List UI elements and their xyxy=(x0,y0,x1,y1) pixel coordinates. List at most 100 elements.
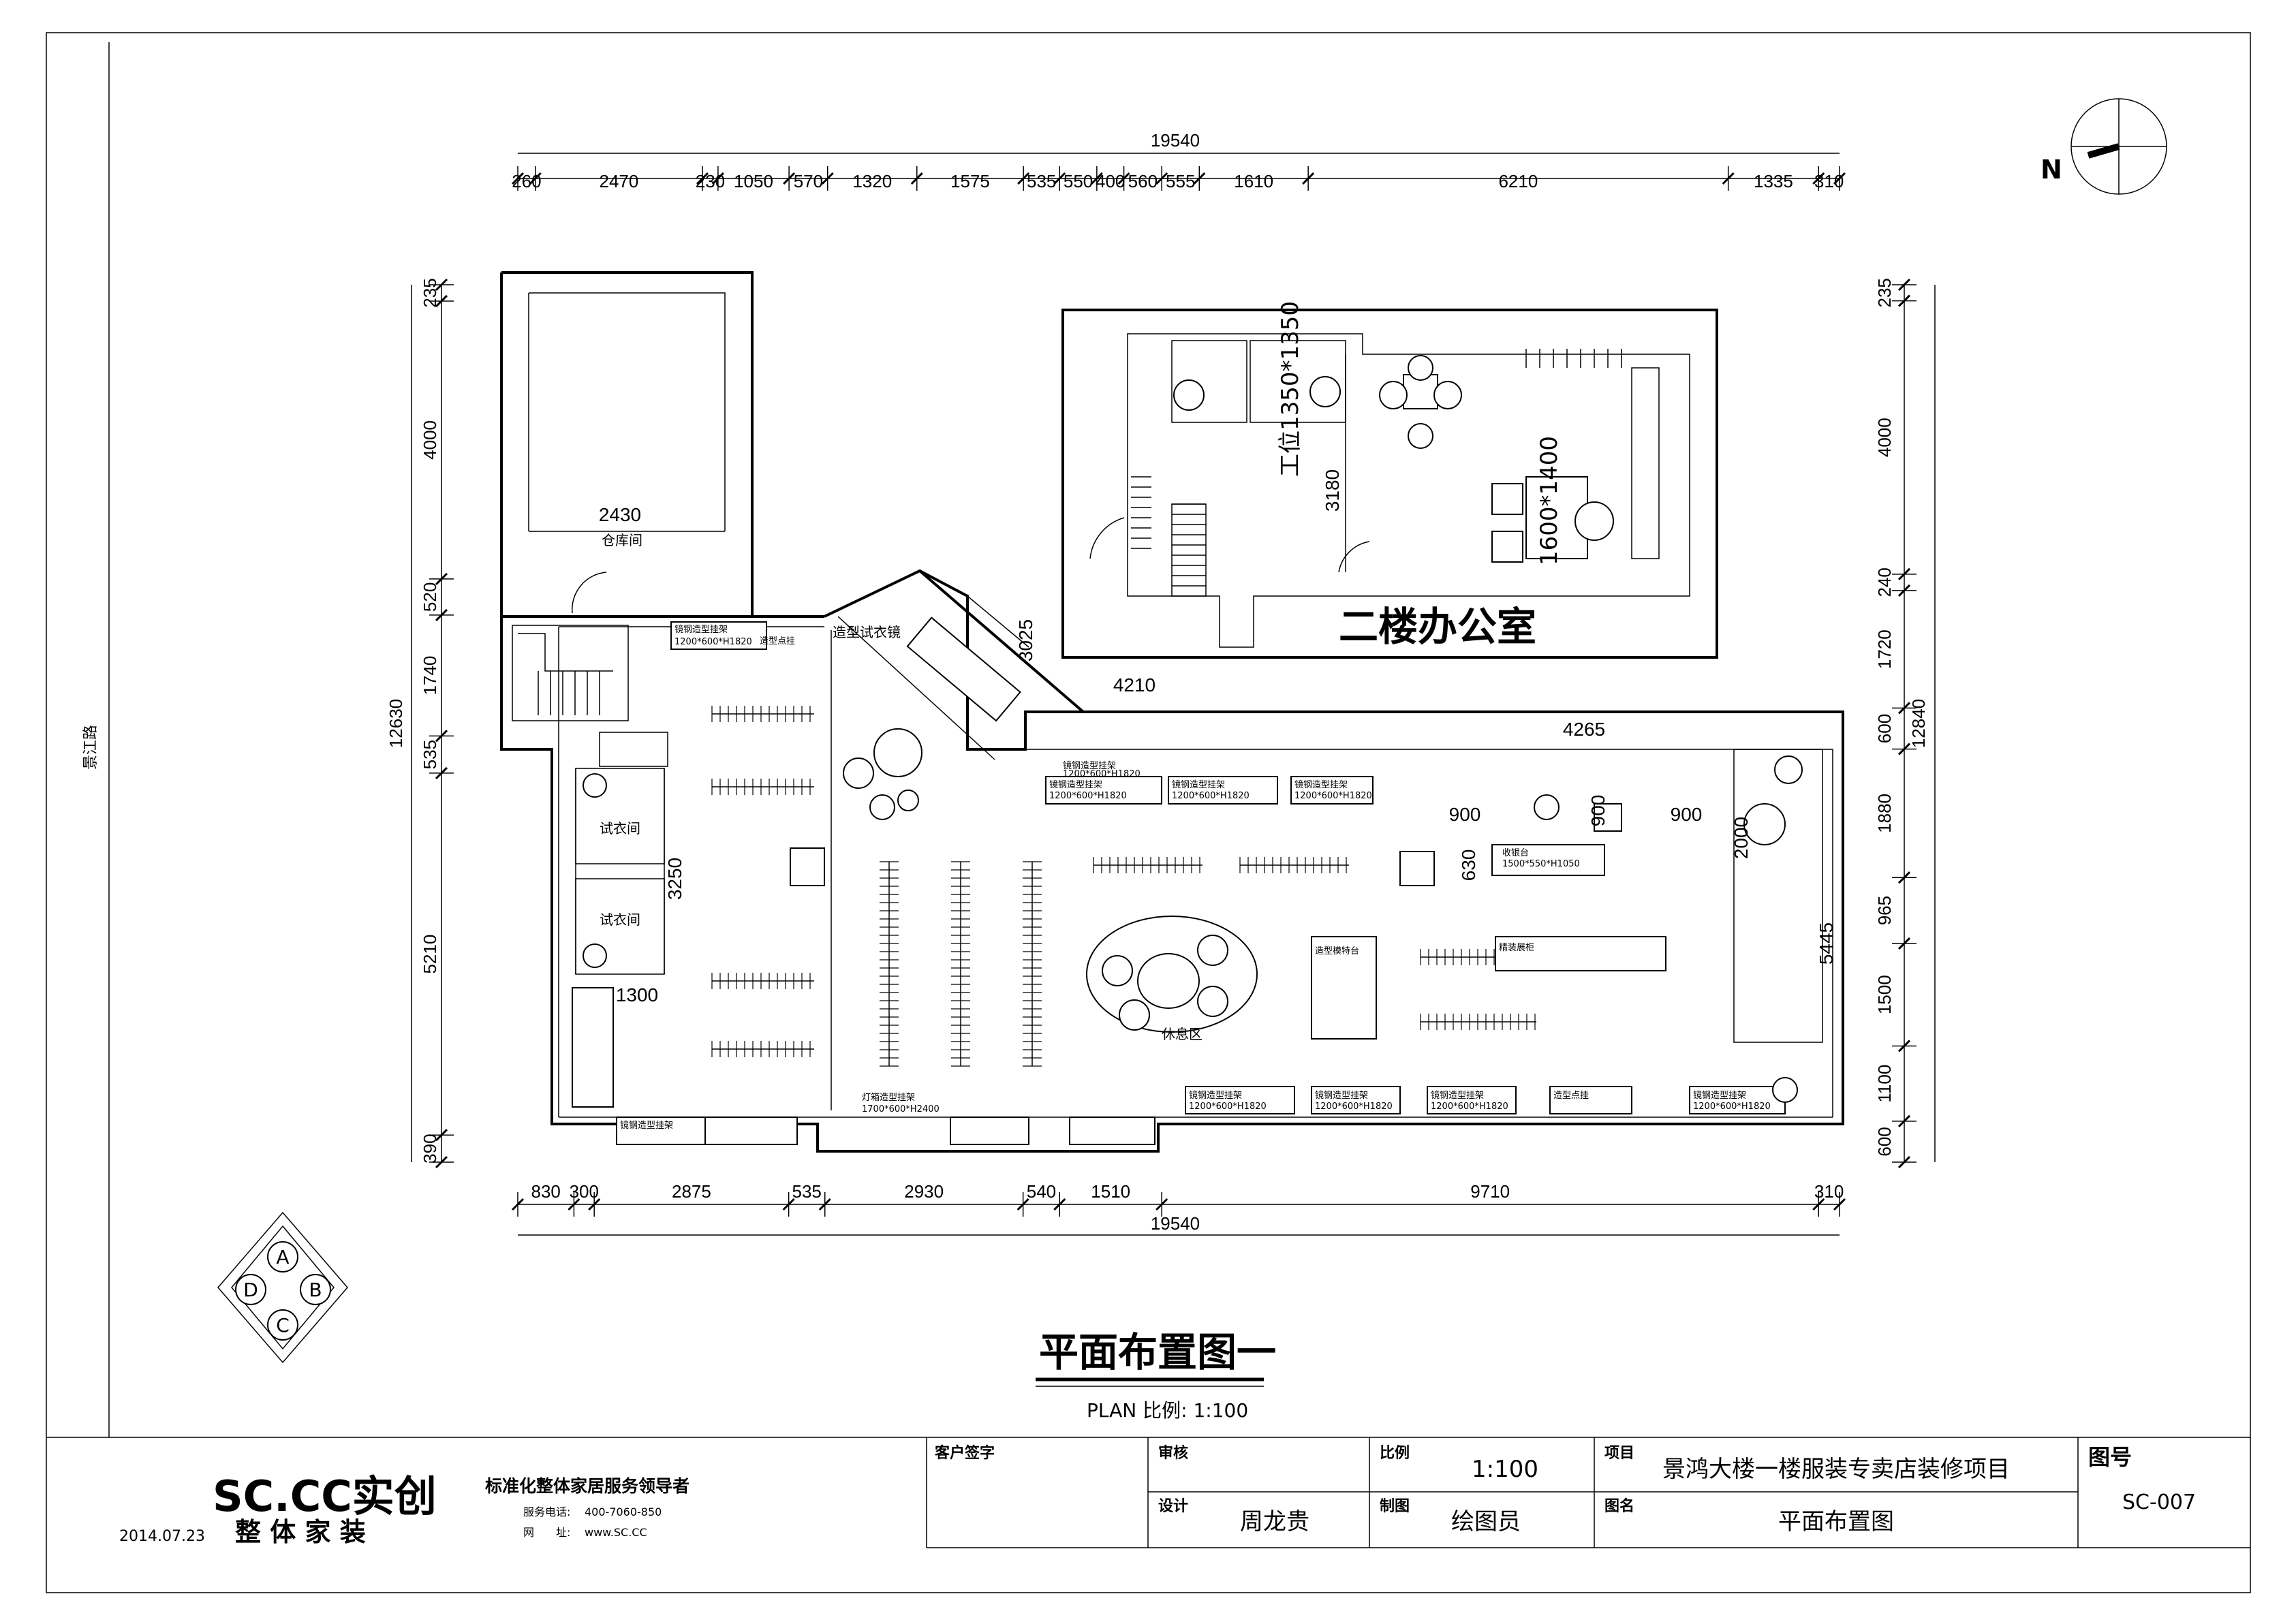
inner-dim-label: 3180 xyxy=(1322,469,1343,512)
drawing-no: SC-007 xyxy=(2122,1490,2196,1514)
right-dimension-chain: 12840 2354000240172060018809651500110060… xyxy=(1874,278,1936,1169)
inner-dim-label: 2430 xyxy=(599,504,641,525)
dim-label: 4000 xyxy=(1874,418,1895,457)
inner-dim-label: 4210 xyxy=(1113,674,1155,696)
fixture-label: 灯箱造型挂架 xyxy=(862,1092,915,1103)
lounge-label: 休息区 xyxy=(1162,1026,1203,1042)
fixture-label: 1200*600*H1820 xyxy=(1315,1102,1393,1112)
dim-label: 1510 xyxy=(1091,1181,1130,1202)
dim-label: 9710 xyxy=(1470,1181,1510,1202)
fixture-label: 1200*600*H1820 xyxy=(1189,1102,1267,1112)
fixture-label: 镜钢造型挂架 xyxy=(1693,1091,1746,1101)
dim-label: 535 xyxy=(792,1181,821,1202)
upstairs-office-block: 二楼办公室 工位1350*1350 1600*1400 xyxy=(1061,301,1718,659)
dim-label: 520 xyxy=(420,582,440,612)
inner-dim-label: 900 xyxy=(1449,804,1481,825)
fixture-label: 镜钢造型挂架 xyxy=(1172,780,1225,790)
dim-label: 240 xyxy=(1874,567,1895,597)
fixture-label: 1700*600*H2400 xyxy=(862,1104,940,1114)
dim-label: 600 xyxy=(1874,1127,1895,1156)
fixture-label: 造型点挂 xyxy=(1553,1091,1589,1101)
key-a: A xyxy=(276,1246,289,1268)
key-c: C xyxy=(276,1314,290,1337)
top-total-dim: 19540 xyxy=(1151,130,1200,151)
inner-dim-label: 630 xyxy=(1458,849,1479,881)
fixture-label: 1200*600*H1820 xyxy=(1063,769,1141,779)
fixture-label: 镜钢造型挂架 xyxy=(1294,780,1348,790)
dim-label: 400 xyxy=(1096,171,1125,191)
dim-label: 230 xyxy=(696,171,725,191)
dim-label: 1500 xyxy=(1874,975,1895,1014)
right-total-dim: 12840 xyxy=(1908,699,1929,748)
fixture-label: 1200*600*H1820 xyxy=(1431,1102,1508,1112)
fixture-label: 1200*600*H1820 xyxy=(1693,1102,1771,1112)
inner-dim-label: 900 xyxy=(1671,804,1703,825)
scale-value: 1:100 xyxy=(1472,1456,1538,1483)
dim-label: 1320 xyxy=(852,171,892,191)
inner-dim-label: 900 xyxy=(1587,795,1609,827)
key-d: D xyxy=(243,1279,258,1301)
drawing-name-label: 图名 xyxy=(1604,1497,1634,1515)
fixture-label: 1200*600*H1820 xyxy=(674,637,752,647)
dim-label: 540 xyxy=(1027,1181,1056,1202)
drawer: 绘图员 xyxy=(1451,1508,1521,1535)
key-b: B xyxy=(309,1279,322,1301)
dim-label: 5210 xyxy=(420,935,440,974)
client-sign-label: 客户签字 xyxy=(935,1444,995,1462)
dim-label: 1740 xyxy=(420,656,440,696)
fitting-rooms: 试衣间 试衣间 xyxy=(572,732,668,1108)
fixture-label: 造型点挂 xyxy=(760,636,795,646)
company-slogan: 标准化整体家居服务领导者 xyxy=(485,1476,689,1496)
fixture-label: 1500*550*H1050 xyxy=(1502,859,1580,869)
dim-label: 1720 xyxy=(1874,629,1895,669)
clothing-racks xyxy=(616,621,1786,1145)
website-label: 网 址: xyxy=(523,1526,570,1539)
website: www.SC.CC xyxy=(585,1526,647,1539)
dim-label: 600 xyxy=(1874,714,1895,743)
left-total-dim: 12630 xyxy=(386,699,406,748)
dim-label: 235 xyxy=(420,278,440,307)
fitting-mirror-label: 造型试衣镜 xyxy=(833,624,901,640)
dim-label: 2470 xyxy=(600,171,639,191)
inner-dim-label: 3025 xyxy=(1015,619,1036,661)
sheet-border xyxy=(46,32,2251,1593)
fixture-label: 镜钢造型挂架 xyxy=(1049,780,1102,790)
dim-label: 1100 xyxy=(1874,1065,1895,1103)
drawing-name: 平面布置图 xyxy=(1778,1508,1894,1535)
fixture-label: 收银台 xyxy=(1502,848,1529,858)
fixture-label: 镜钢造型挂架 xyxy=(620,1121,673,1131)
fixture-label: 镜钢造型挂架 xyxy=(1063,761,1116,771)
company-logo-sub: 整 体 家 装 xyxy=(235,1517,366,1547)
inner-dim-label: 4265 xyxy=(1563,719,1605,740)
workstation-label: 工位1350*1350 xyxy=(1277,301,1304,477)
dim-label: 535 xyxy=(1027,171,1056,191)
warehouse-label: 仓库间 xyxy=(602,532,642,548)
dim-label: 4000 xyxy=(420,420,440,460)
display-tables xyxy=(790,728,1803,1103)
dim-label: 830 xyxy=(531,1181,561,1202)
fixture-label: 镜钢造型挂架 xyxy=(1431,1091,1484,1101)
drawing-no-label: 图号 xyxy=(2088,1444,2132,1470)
dim-label: 235 xyxy=(1874,278,1895,307)
company-logo: SC.CC实创 xyxy=(213,1471,437,1521)
fixture-label: 镜钢造型挂架 xyxy=(674,625,728,635)
design-label: 设计 xyxy=(1158,1498,1188,1515)
service-phone-label: 服务电话: xyxy=(523,1505,570,1518)
dim-label: 965 xyxy=(1874,896,1895,925)
dim-label: 260 xyxy=(512,171,541,191)
dim-label: 2930 xyxy=(904,1181,944,1202)
side-note: 景江路 xyxy=(82,725,99,770)
project-name: 景鸿大楼一楼服装专卖店装修项目 xyxy=(1662,1456,2010,1483)
north-label: N xyxy=(2041,155,2062,185)
north-arrow: N xyxy=(2041,98,2167,195)
dim-label: 2875 xyxy=(672,1181,711,1202)
fixture-label: 造型模特台 xyxy=(1315,946,1359,956)
elevation-key: A B C D xyxy=(217,1211,348,1364)
plan-title-block: 平面布置图一 PLAN 比例: 1:100 xyxy=(1036,1329,1276,1422)
left-staircase xyxy=(512,625,629,721)
dim-label: 560 xyxy=(1128,171,1158,191)
project-label: 项目 xyxy=(1604,1445,1634,1462)
